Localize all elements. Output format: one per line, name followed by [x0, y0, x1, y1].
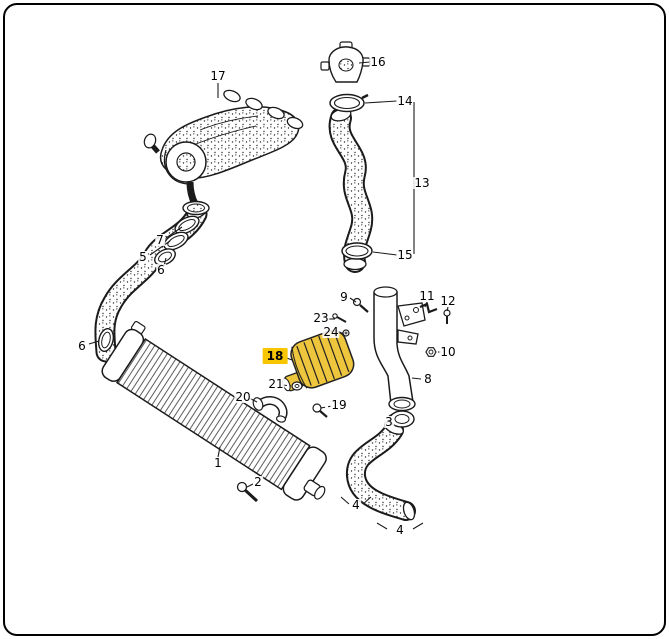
callout-label[interactable]: 6 [156, 263, 166, 277]
part-grommet-21 [291, 381, 303, 391]
callout-label[interactable]: 3 [384, 415, 394, 429]
part-seal-ring-3 [389, 410, 415, 428]
callout-label[interactable]: 9 [339, 290, 349, 304]
part-bolt-19 [312, 403, 328, 418]
callout-label[interactable]: 21 [267, 377, 285, 391]
callout-label[interactable]: 14 [396, 94, 414, 108]
callout-label[interactable]: 11 [418, 289, 436, 303]
callout-label[interactable]: 2 [253, 475, 263, 489]
part-clamp-6-lower [97, 328, 115, 352]
callout-label[interactable]: 5 [138, 250, 148, 264]
callout-label[interactable]: 15 [396, 248, 414, 262]
part-stud-23 [332, 313, 347, 323]
part-nut-10 [425, 347, 437, 357]
callout-label[interactable]: 4 [395, 523, 405, 537]
callout-label[interactable]: 16 [369, 55, 387, 69]
callout-label[interactable]: 12 [439, 294, 457, 308]
callout-label[interactable]: 19 [330, 398, 348, 412]
part-charge-pipe-8 [373, 286, 426, 412]
callout-label-highlighted[interactable]: 18 [262, 348, 288, 364]
part-screw-2 [236, 481, 259, 503]
part-intercooler [101, 320, 327, 501]
callout-label[interactable]: 24 [322, 325, 340, 339]
part-valve-unit [320, 41, 371, 83]
part-clamp-15 [341, 242, 373, 260]
callout-label[interactable]: 10 [439, 345, 457, 359]
callout-label[interactable]: 1 [213, 456, 223, 470]
callout-label[interactable]: 4 [351, 498, 361, 512]
callout-label[interactable]: 17 [209, 69, 227, 83]
part-bracket-11 [419, 302, 438, 314]
part-clamp-14 [329, 93, 369, 113]
callout-label[interactable]: 6 [77, 339, 87, 353]
callout-label[interactable]: 13 [413, 176, 431, 190]
callout-label[interactable]: 7 [155, 233, 165, 247]
callout-label[interactable]: 23 [312, 311, 330, 325]
part-clamps-7-5-6 [154, 215, 200, 266]
part-exhaust-manifold-turbo [143, 89, 304, 216]
callout-label[interactable]: 8 [423, 372, 433, 386]
callout-label[interactable]: 20 [234, 390, 252, 404]
part-bolt-9 [352, 297, 369, 313]
